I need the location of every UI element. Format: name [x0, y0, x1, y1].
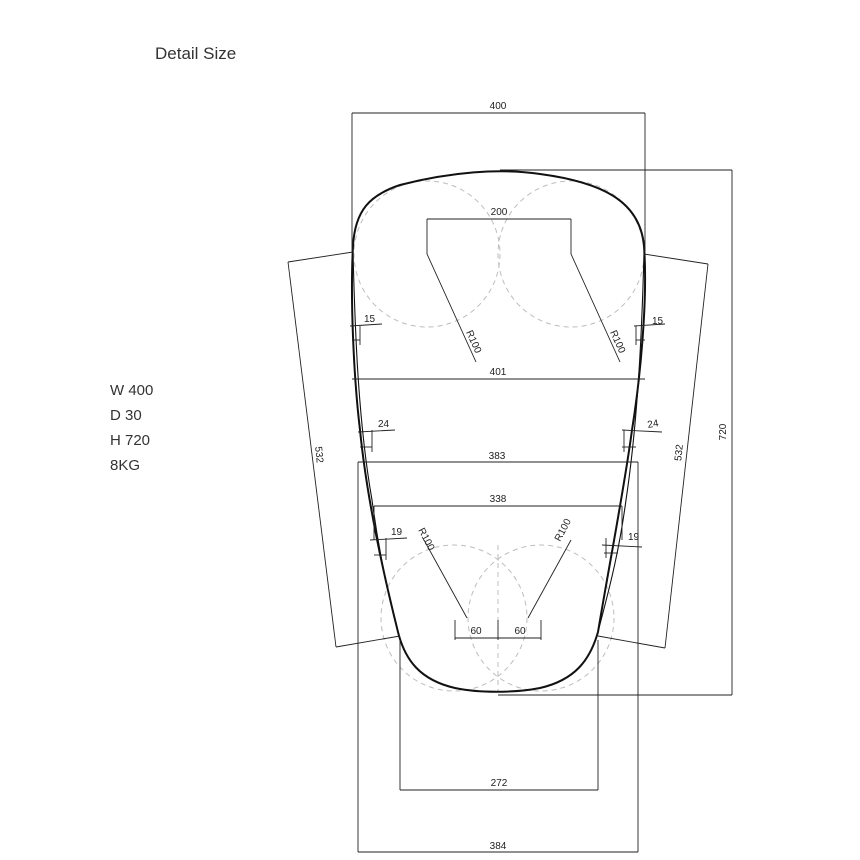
dim-bottom-width: 272 — [399, 640, 599, 791]
dim-edge-low-right: 19 — [601, 532, 643, 558]
page-title: Detail Size — [155, 44, 237, 63]
dim-lower-width: 338 — [373, 494, 623, 540]
dim-label-edge-mid-right: 24 — [647, 418, 660, 431]
radius-line-bottom-right — [527, 539, 572, 619]
dim-side-left: 532 — [287, 251, 401, 648]
dim-label-mid-width-1: 401 — [490, 367, 507, 378]
dim-label-side-right: 532 — [673, 443, 686, 461]
dim-edge-top-right: 15 — [633, 316, 666, 345]
spec-width: W 400 — [110, 382, 154, 399]
dim-edge-mid-left: 24 — [357, 419, 396, 452]
dim-label-center-distance: 200 — [491, 207, 508, 218]
dim-label-edge-top-right: 15 — [652, 316, 664, 327]
dim-label-total-height: 720 — [718, 423, 729, 440]
dim-label-edge-low-right: 19 — [628, 532, 640, 543]
dim-center-distance: 200 — [426, 207, 572, 254]
inner-edge-right — [597, 251, 645, 633]
dim-label-lower-width: 338 — [490, 494, 507, 505]
dim-offsets: 60 60 — [454, 620, 542, 640]
dim-edge-top-left: 15 — [349, 314, 383, 345]
bottom-left-circle — [380, 544, 528, 692]
radius-line-top-left — [426, 253, 477, 363]
bottom-right-circle — [467, 544, 615, 692]
dim-label-mid-width-2: 383 — [489, 451, 506, 462]
dim-base-width: 384 — [357, 462, 639, 853]
dim-total-height: 720 — [498, 169, 733, 696]
spec-depth: D 30 — [110, 407, 142, 424]
dim-label-edge-low-left: 19 — [391, 527, 403, 538]
dim-label-top-width: 400 — [490, 101, 507, 112]
dim-edge-mid-right: 24 — [621, 418, 663, 452]
dim-label-radius-bottom-left: R100 — [415, 526, 436, 553]
dim-edge-low-left: 19 — [369, 527, 408, 560]
dim-label-edge-mid-left: 24 — [378, 419, 390, 430]
radius-line-top-right — [570, 253, 621, 363]
inner-edge-left — [352, 251, 399, 633]
dim-label-radius-top-left: R100 — [463, 329, 483, 356]
dim-label-offset-right: 60 — [514, 626, 526, 637]
dim-label-base-width: 384 — [490, 841, 507, 852]
dim-label-radius-top-right: R100 — [607, 329, 627, 356]
dim-top-width: 400 — [351, 101, 646, 252]
dim-label-edge-top-left: 15 — [364, 314, 376, 325]
dim-label-side-left: 532 — [312, 446, 325, 464]
dim-side-right: 532 — [597, 253, 709, 649]
object-outline — [350, 170, 647, 693]
spec-weight: 8KG — [110, 457, 141, 474]
spec-height: H 720 — [110, 432, 151, 449]
dim-label-bottom-width: 272 — [491, 778, 508, 789]
top-left-circle — [353, 180, 501, 328]
dim-label-radius-bottom-right: R100 — [553, 517, 574, 544]
radius-line-bottom-left — [423, 539, 468, 619]
dim-label-offset-left: 60 — [470, 626, 482, 637]
